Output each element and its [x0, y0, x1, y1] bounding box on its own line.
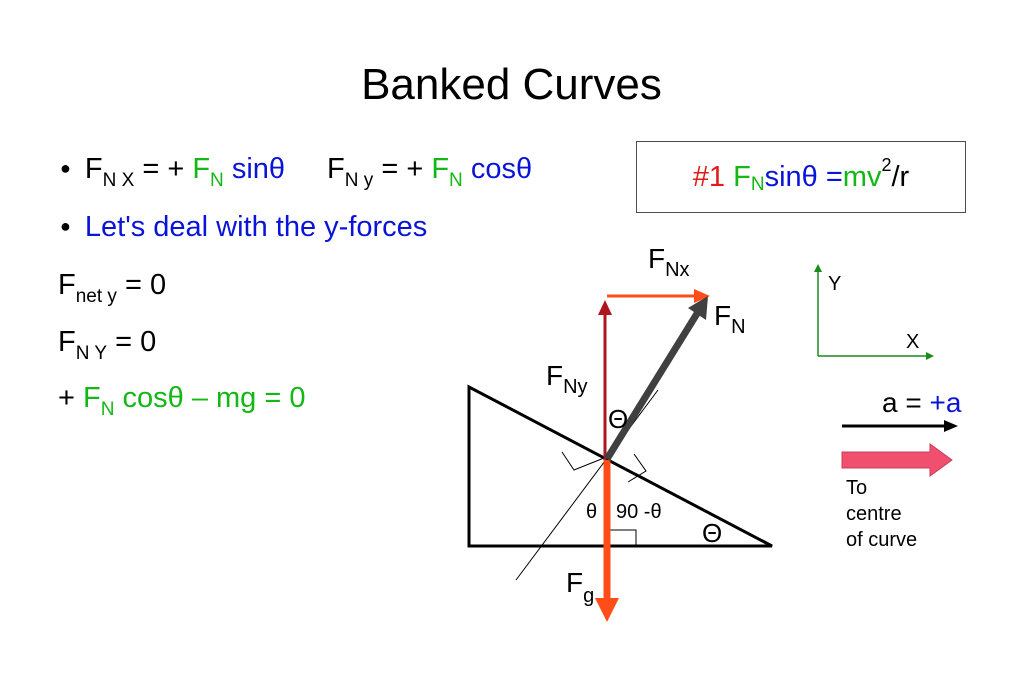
box-fn-symbol: F — [733, 160, 751, 193]
f-symbol: F — [58, 269, 76, 301]
right-angle-marker-left — [561, 451, 605, 471]
fn-subscript: N — [210, 170, 224, 191]
ninety-minus-theta-label: 90 -θ — [616, 501, 662, 523]
y-axis-arrowhead — [814, 264, 822, 272]
right-angle-marker-bottom — [608, 529, 637, 546]
cos-theta: cosθ — [462, 153, 533, 185]
box-fn-subscript: N — [750, 174, 765, 195]
fnx-subscript: N X — [102, 170, 135, 191]
equals-plus-2: = + — [373, 153, 432, 185]
fn-symbol-2: F — [431, 153, 450, 185]
box-over-r: /r — [891, 160, 910, 193]
fn-symbol: F — [192, 153, 211, 185]
fn-arrowhead — [688, 296, 708, 320]
ny-subscript: N Y — [75, 343, 108, 364]
box-mv: mv — [842, 160, 882, 193]
box-sin-equals: sinθ = — [764, 160, 843, 193]
fn-label: FN — [714, 300, 746, 338]
fn-symbol: F — [83, 382, 101, 414]
fny-symbol: F — [327, 153, 345, 185]
bullet-line-y-forces: ● Let's deal with the y-forces — [60, 210, 427, 247]
fnx-label: FNx — [648, 243, 690, 281]
bullet-dot: ● — [60, 158, 71, 178]
equation-net-y: Fnet y = 0 — [58, 268, 167, 307]
fn-arrow — [604, 310, 701, 461]
to-centre-arrow — [841, 443, 953, 477]
right-angle-marker-right — [627, 453, 647, 483]
sin-theta: sinθ — [223, 153, 286, 185]
perpendicular-line — [515, 389, 659, 581]
accel-label: a = +a — [882, 387, 962, 418]
fny-arrowhead — [598, 300, 612, 315]
page-title: Banked Curves — [361, 60, 662, 109]
to-centre-line-1: To — [846, 477, 867, 499]
fnx-arrowhead — [694, 289, 710, 303]
equation-number: #1 — [692, 160, 726, 193]
equals-zero: = 0 — [107, 326, 157, 358]
bullet-dot: ● — [60, 216, 71, 236]
fny-label: FNy — [546, 360, 588, 398]
fg-arrowhead — [595, 598, 619, 622]
fn-subscript: N — [100, 399, 115, 420]
box-square: 2 — [881, 154, 892, 175]
to-centre-line-2: centre — [846, 503, 902, 525]
theta-big-label: Θ — [608, 404, 628, 434]
plus-sign: + — [58, 382, 83, 414]
equals-zero: = 0 — [116, 269, 167, 301]
fnx-symbol: F — [84, 153, 103, 185]
equation-fny: FN Y = 0 — [58, 325, 157, 364]
x-axis-arrowhead — [926, 352, 934, 360]
axis-x-label: X — [906, 331, 919, 353]
fny-subscript: N y — [344, 170, 374, 191]
y-forces-text: Let's deal with the y-forces — [84, 211, 428, 243]
equals-plus: = + — [134, 153, 193, 185]
net-y-subscript: net y — [75, 286, 117, 307]
cos-mg-text: cosθ – mg = 0 — [114, 382, 306, 414]
equation-fn-cos-mg: + FN cosθ – mg = 0 — [58, 381, 306, 420]
accel-arrowhead — [944, 420, 958, 432]
axis-y-label: Y — [828, 273, 841, 295]
f-symbol: F — [58, 326, 76, 358]
theta-incline-label: Θ — [702, 518, 722, 548]
fg-label: Fg — [566, 567, 594, 607]
fn-subscript-2: N — [449, 170, 463, 191]
incline-triangle — [467, 384, 773, 548]
theta-small-label: θ — [586, 501, 597, 523]
to-centre-line-3: of curve — [846, 529, 917, 551]
